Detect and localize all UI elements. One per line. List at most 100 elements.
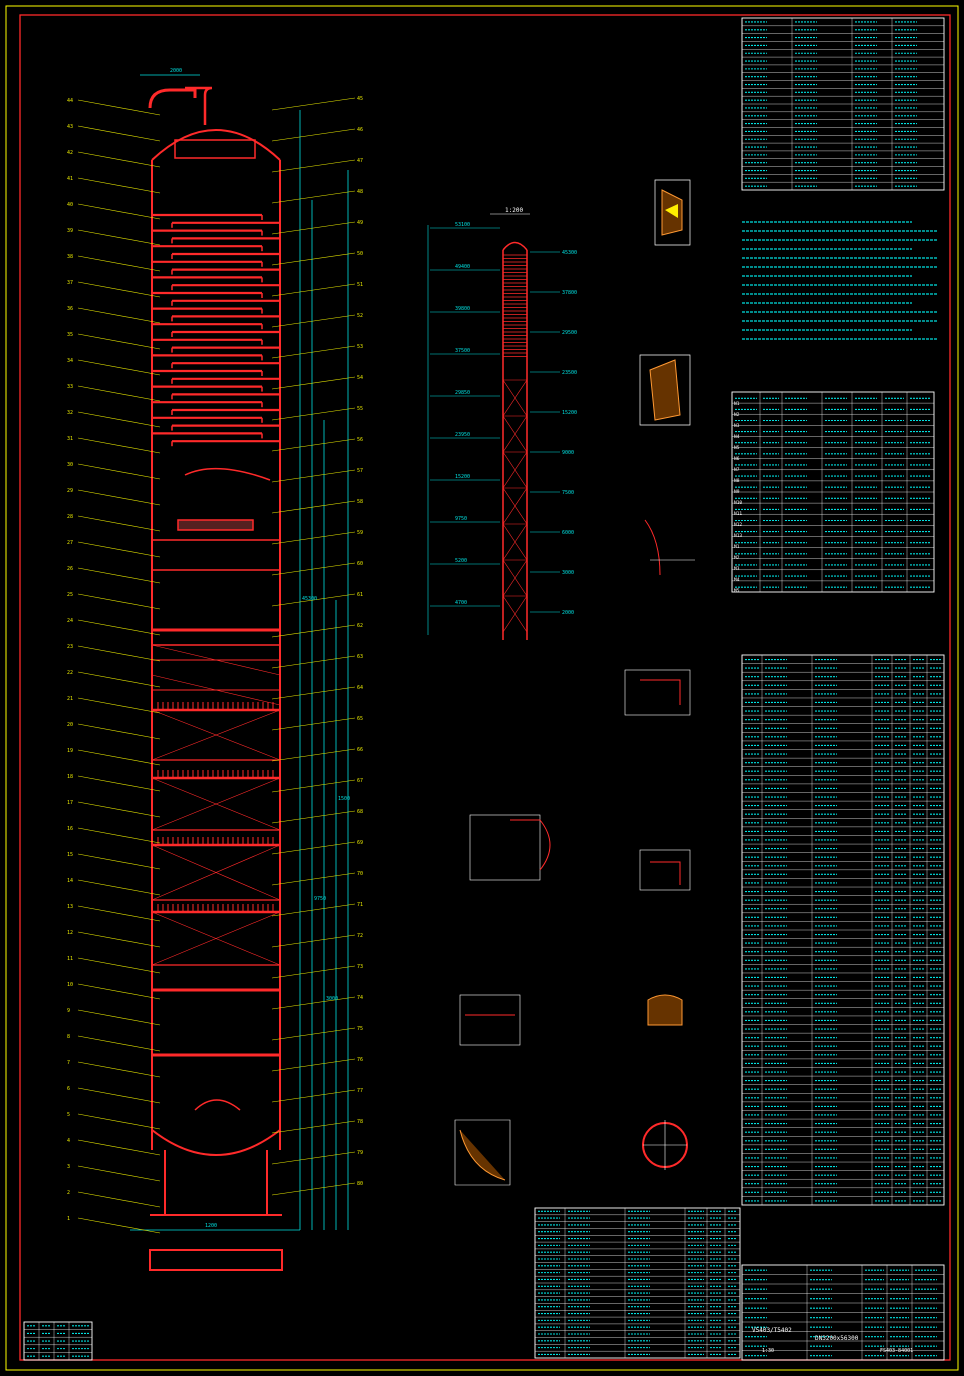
nozzle-table: [731, 391, 935, 593]
right-balloon-label: 45: [357, 96, 363, 102]
right-balloon-label: 47: [357, 158, 363, 164]
elevation-left-text: 29850: [455, 390, 470, 396]
left-balloon-label: 26: [67, 566, 73, 572]
nozzle-id: N6: [734, 456, 740, 462]
elevation-left-text: 15200: [455, 474, 470, 480]
left-balloon-label: 17: [67, 800, 73, 806]
left-balloon-label: 43: [67, 124, 73, 130]
left-balloon-label: 36: [67, 306, 73, 312]
left-balloon-label: 3: [67, 1164, 70, 1170]
right-balloon-label: 55: [357, 406, 363, 412]
elevation-caption: 1:200: [505, 207, 523, 214]
right-balloon-label: 68: [357, 809, 363, 815]
nozzle-id: N8: [734, 478, 740, 484]
left-balloon-label: 5: [67, 1112, 70, 1118]
elevation-right-text: 37800: [562, 290, 577, 296]
right-balloon-label: 72: [357, 933, 363, 939]
left-balloon-label: 35: [67, 332, 73, 338]
elevation-right-text: 7500: [562, 490, 574, 496]
elevation-left-text: 53100: [455, 222, 470, 228]
right-balloon-label: 54: [357, 375, 363, 381]
nozzle-id: N9: [734, 489, 740, 495]
right-balloon-label: 78: [357, 1119, 363, 1125]
vessel-dimension-text: 2000: [170, 68, 182, 74]
packed-beds: [151, 644, 281, 966]
right-balloon-label: 63: [357, 654, 363, 660]
nozzle-id: N7: [734, 467, 740, 473]
elevation-left-text: 49400: [455, 264, 470, 270]
left-balloon-label: 29: [67, 488, 73, 494]
vessel-dimension-text: 1200: [205, 1223, 217, 1229]
right-balloon-label: 62: [357, 623, 363, 629]
left-balloon-label: 40: [67, 202, 73, 208]
left-balloon-label: 22: [67, 670, 73, 676]
right-balloon-label: 59: [357, 530, 363, 536]
left-balloon-label: 19: [67, 748, 73, 754]
vessel-dimension-text: 45300: [302, 596, 317, 602]
left-balloon-label: 30: [67, 462, 73, 468]
vessel-internals: [152, 139, 280, 1111]
elevation-right-text: 6000: [562, 530, 574, 536]
left-balloon-label: 34: [67, 358, 73, 364]
nozzle-id: N11: [734, 511, 742, 517]
title-block-table: [741, 1264, 945, 1361]
left-balloon-label: 39: [67, 228, 73, 234]
right-balloon-label: 75: [357, 1026, 363, 1032]
elevation-right-text: 3000: [562, 570, 574, 576]
right-balloon-label: 80: [357, 1181, 363, 1187]
left-balloon-label: 6: [67, 1086, 70, 1092]
vessel-dimension-text: 9750: [314, 896, 326, 902]
elevation-right-text: 2000: [562, 610, 574, 616]
left-balloon-label: 44: [67, 98, 73, 104]
left-balloon-label: 27: [67, 540, 73, 546]
elevation-left-text: 37500: [455, 348, 470, 354]
nozzle-id: M5: [734, 588, 740, 594]
left-balloon-label: 7: [67, 1060, 70, 1066]
left-balloon-label: 33: [67, 384, 73, 390]
part-leaders: 4443424140393837363534333231302928272625…: [67, 68, 363, 1234]
nozzle-id: N13: [734, 533, 742, 539]
left-balloon-label: 32: [67, 410, 73, 416]
nozzle-id: N2: [734, 412, 740, 418]
left-balloon-label: 13: [67, 904, 73, 910]
left-balloon-label: 31: [67, 436, 73, 442]
left-balloon-label: 25: [67, 592, 73, 598]
elevation-left-text: 4700: [455, 600, 467, 606]
right-balloon-label: 61: [357, 592, 363, 598]
vessel-dimension-lines: [130, 74, 349, 1231]
right-balloon-label: 56: [357, 437, 363, 443]
left-balloon-label: 11: [67, 956, 73, 962]
parts-list-table: [741, 654, 945, 1206]
vessel-dimension-text: 1500: [338, 796, 350, 802]
revision-table: [23, 1321, 93, 1361]
title-drawing-no: FS403-84001: [880, 1348, 913, 1354]
nozzle-id: N12: [734, 522, 742, 528]
right-balloon-label: 49: [357, 220, 363, 226]
right-balloon-label: 65: [357, 716, 363, 722]
right-balloon-label: 69: [357, 840, 363, 846]
right-balloon-label: 48: [357, 189, 363, 195]
vessel-dimension-text: 3000: [326, 996, 338, 1002]
elevation-right-text: 23500: [562, 370, 577, 376]
left-balloon-label: 14: [67, 878, 73, 884]
right-balloon-label: 64: [357, 685, 363, 691]
tech-spec-table: [741, 17, 945, 191]
elevation-view: 1:200 5310049400398003750029850239501520…: [427, 207, 577, 640]
title-line2: DN3200x56300: [815, 1335, 859, 1342]
technical-notes: [742, 221, 937, 340]
left-balloon-label: 37: [67, 280, 73, 286]
left-balloon-label: 18: [67, 774, 73, 780]
left-balloon-label: 12: [67, 930, 73, 936]
left-balloon-label: 9: [67, 1008, 70, 1014]
main-vessel-view: [148, 86, 283, 1271]
right-balloon-label: 79: [357, 1150, 363, 1156]
right-balloon-label: 50: [357, 251, 363, 257]
right-balloon-label: 46: [357, 127, 363, 133]
right-balloon-label: 60: [357, 561, 363, 567]
right-balloon-label: 67: [357, 778, 363, 784]
left-balloon-label: 28: [67, 514, 73, 520]
elevation-left-text: 5200: [455, 558, 467, 564]
nozzle-id: N1: [734, 401, 740, 407]
elevation-left-text: 39800: [455, 306, 470, 312]
